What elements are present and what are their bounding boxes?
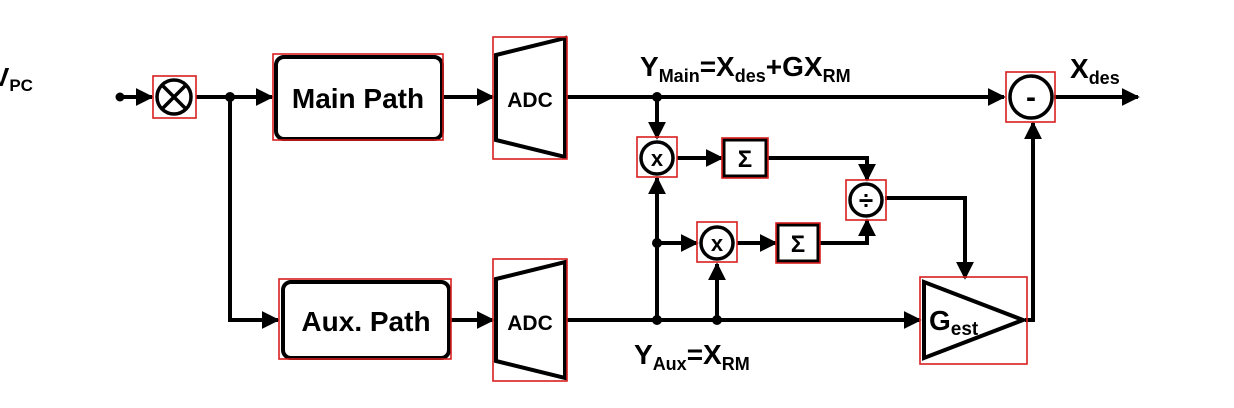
output-label: Xdes	[1070, 53, 1120, 88]
adc-aux-block: ADC	[492, 258, 568, 382]
wire-gest-subtract	[1024, 121, 1042, 322]
wire-sum-top-divide	[766, 156, 876, 182]
connection-wires	[115, 88, 1140, 329]
wire-sum-bottom-divide	[818, 218, 876, 245]
divider-operator: ÷	[845, 179, 887, 221]
aux-path-label: Aux. Path	[301, 306, 430, 337]
adc-main-block: ADC	[492, 35, 568, 160]
svg-text:x: x	[711, 231, 724, 256]
svg-text:x: x	[651, 146, 664, 171]
aux-path-block: Aux. Path	[278, 278, 452, 360]
mixer-operator	[152, 75, 197, 119]
y-main-equation: YMain=Xdes+GXRM	[640, 51, 851, 86]
multiplier-top: x	[636, 136, 678, 178]
main-path-block: Main Path	[272, 53, 444, 141]
wire-divide-gest	[885, 196, 974, 280]
svg-text:Σ: Σ	[791, 231, 805, 258]
multiplier-bottom: x	[696, 221, 738, 263]
summation-bottom: Σ	[775, 222, 821, 264]
gain-label: Gest	[929, 305, 979, 340]
adc-aux-label: ADC	[507, 312, 553, 335]
svg-text:Σ: Σ	[738, 146, 752, 173]
summation-top: Σ	[721, 137, 769, 179]
gain-estimate-block: Gest	[919, 276, 1029, 365]
main-path-label: Main Path	[292, 83, 424, 114]
adc-main-label: ADC	[507, 89, 553, 112]
subtractor-operator: -	[1005, 71, 1056, 123]
input-dot	[115, 92, 125, 102]
svg-text:÷: ÷	[859, 185, 873, 215]
input-label: VPC	[0, 62, 33, 95]
svg-text:-: -	[1026, 81, 1036, 114]
wire-split-aux	[228, 97, 280, 329]
y-aux-equation: YAux=XRM	[634, 339, 750, 374]
